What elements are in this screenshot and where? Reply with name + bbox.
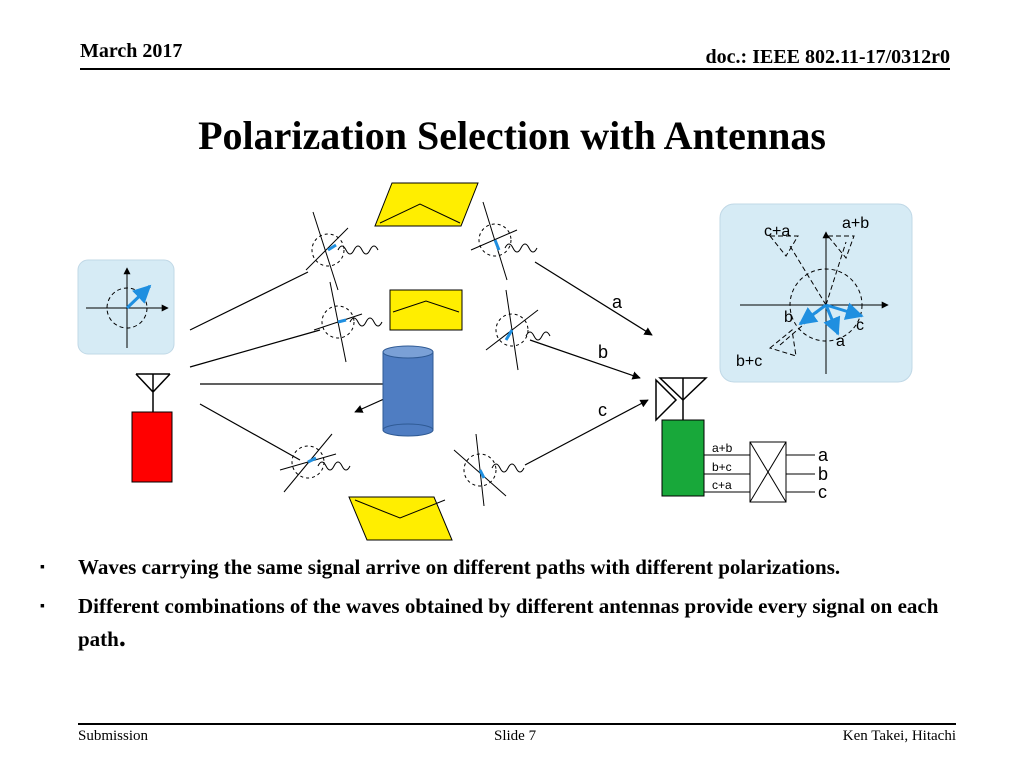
port-label-b-plus-c: b+c — [712, 460, 732, 474]
slide-title: Polarization Selection with Antennas — [198, 113, 826, 158]
footer-submission: Submission — [78, 728, 149, 744]
panel-label-a-plus-b: a+b — [842, 215, 869, 232]
bullet-item: ▪ Different combinations of the waves ob… — [40, 591, 990, 655]
panel-label-b-plus-c: b+c — [736, 353, 762, 370]
footer-divider — [78, 723, 956, 725]
path-label-b: b — [598, 342, 608, 362]
scatterer-cylinder — [382, 345, 434, 437]
bullet-text: Waves carrying the same signal arrive on… — [78, 555, 841, 579]
header-doc-id: doc.: IEEE 802.11-17/0312r0 — [705, 46, 950, 68]
output-label-a: a — [818, 445, 829, 465]
output-label-b: b — [818, 464, 828, 484]
bullet-item: ▪ Waves carrying the same signal arrive … — [40, 552, 990, 583]
path-label-a: a — [612, 292, 623, 312]
wave-markers — [279, 201, 551, 507]
receiver-box — [661, 419, 705, 497]
port-label-a-plus-b: a+b — [712, 441, 733, 455]
transmitter-box — [131, 411, 173, 483]
bullet-mark: ▪ — [40, 560, 45, 575]
reflector-top — [374, 182, 479, 227]
receiver-ports — [704, 441, 815, 503]
reflector-middle — [389, 289, 463, 331]
reflector-bottom — [348, 496, 453, 541]
port-label-c-plus-a: c+a — [712, 478, 732, 492]
panel-label-c: c — [856, 317, 864, 334]
output-label-c: c — [818, 482, 827, 502]
path-label-c: c — [598, 400, 607, 420]
header-date: March 2017 — [80, 40, 183, 62]
panel-label-c-plus-a: c+a — [764, 223, 790, 240]
header-divider — [80, 68, 950, 70]
receiver-antenna — [655, 377, 708, 422]
footer-slide-number: Slide 7 — [494, 728, 537, 744]
panel-label-a: a — [836, 333, 845, 350]
ray-paths — [189, 261, 653, 466]
panel-label-b: b — [784, 309, 793, 326]
bullet-list: ▪ Waves carrying the same signal arrive … — [40, 552, 990, 655]
tx-polarization-panel — [77, 259, 175, 355]
bullet-mark: ▪ — [40, 599, 45, 614]
bullet-period: . — [118, 622, 126, 653]
footer-author: Ken Takei, Hitachi — [842, 728, 956, 744]
rx-polarization-panel: c+a a+b b c a b+c — [719, 203, 913, 383]
transmitter-antenna — [135, 373, 171, 412]
bullet-text: Different combinations of the waves obta… — [78, 594, 939, 651]
